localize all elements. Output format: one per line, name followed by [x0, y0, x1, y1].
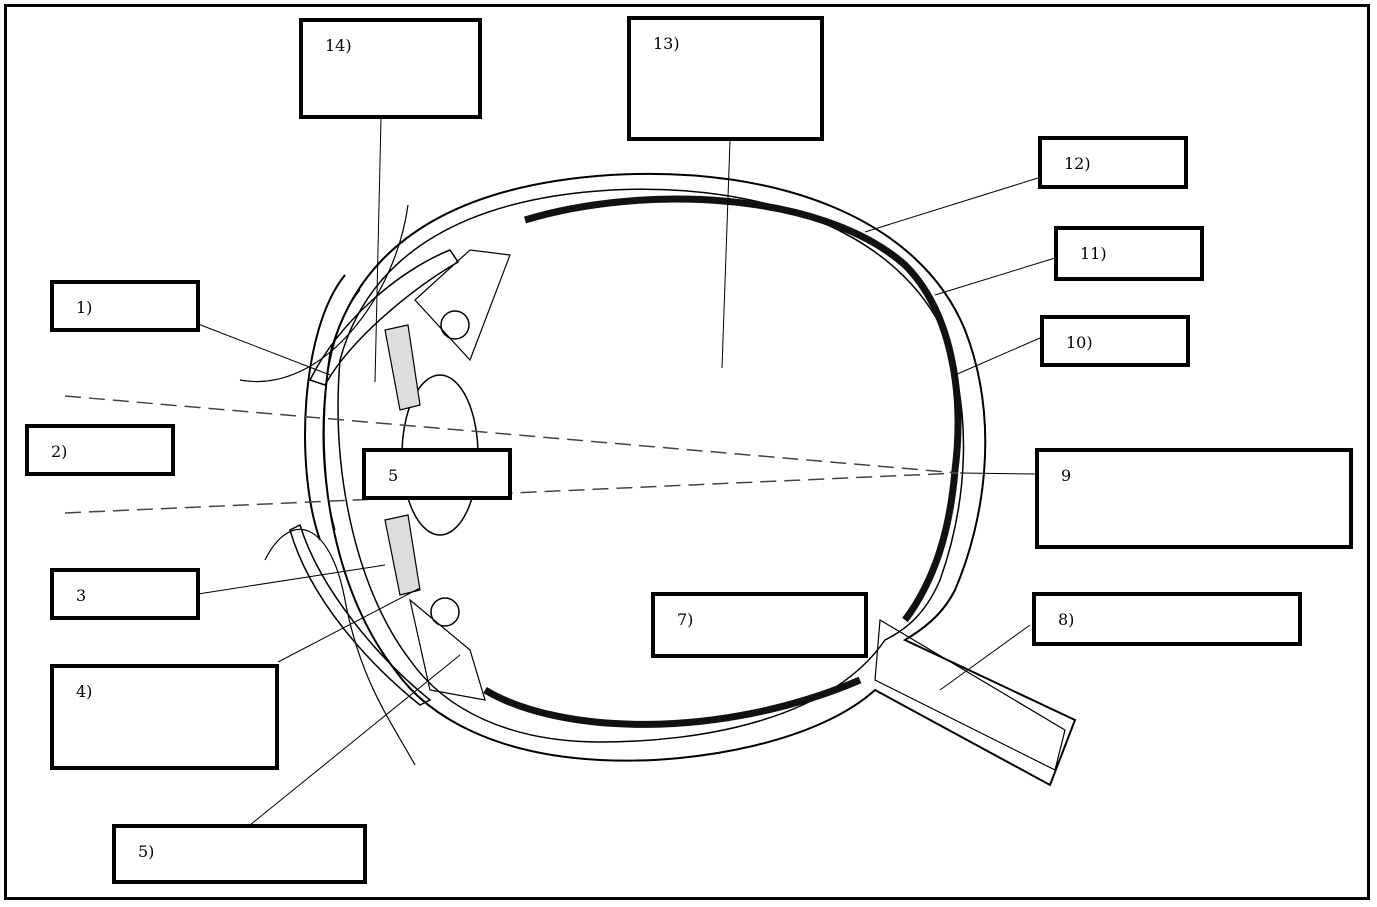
worksheet-frame [4, 4, 1370, 900]
retina-band-lower [483, 676, 862, 728]
label-text-8: 8) [1058, 610, 1075, 629]
leader-9 [959, 472, 1036, 475]
label-box-5[interactable]: 5) [112, 824, 367, 884]
label-text-9: 9 [1061, 466, 1072, 485]
label-box-1[interactable]: 1) [50, 280, 200, 332]
iris-upper [384, 324, 421, 411]
retina-band [523, 195, 962, 623]
label-text-13: 13) [653, 34, 680, 53]
leader-1 [197, 323, 331, 376]
label-box-9[interactable]: 9 [1035, 448, 1353, 549]
ciliary-muscle-lower [409, 598, 486, 701]
label-box-12[interactable]: 12) [1038, 136, 1188, 189]
label-text-11: 11) [1080, 244, 1107, 263]
label-text-10: 10) [1066, 333, 1093, 352]
label-box-10[interactable]: 10) [1040, 315, 1190, 367]
label-box-5-lens[interactable]: 5 [362, 448, 512, 500]
light-ray-upper [64, 395, 959, 474]
label-box-7[interactable]: 7) [651, 592, 868, 658]
leader-14 [374, 117, 382, 383]
leader-11 [934, 257, 1056, 296]
label-box-2[interactable]: 2) [25, 424, 175, 476]
label-box-4[interactable]: 4) [50, 664, 279, 770]
ciliary-lower [430, 597, 460, 627]
lower-eyelid [289, 523, 432, 706]
label-text-5-lens: 5 [388, 466, 399, 485]
label-box-13[interactable]: 13) [627, 16, 824, 141]
label-text-12: 12) [1064, 154, 1091, 173]
lash-lower [264, 528, 416, 766]
optic-nerve [874, 618, 1066, 771]
leader-12 [864, 177, 1039, 233]
label-box-14[interactable]: 14) [299, 18, 482, 119]
iris-lower [384, 514, 421, 596]
label-text-7: 7) [677, 610, 694, 629]
label-text-4: 4) [76, 682, 93, 701]
label-box-11[interactable]: 11) [1054, 226, 1204, 281]
label-text-5: 5) [138, 842, 155, 861]
leader-4 [277, 587, 421, 663]
ciliary-upper [440, 310, 470, 340]
leader-5b [249, 654, 461, 826]
leader-13 [721, 139, 731, 369]
label-text-14: 14) [325, 36, 352, 55]
cornea-inner [322, 289, 361, 531]
leader-8 [939, 624, 1031, 691]
lash-upper [239, 204, 409, 383]
label-text-3: 3 [76, 586, 87, 605]
leader-10 [954, 337, 1041, 376]
leader-3 [197, 564, 386, 595]
ciliary-muscle-upper [414, 249, 511, 362]
sclera-outline [322, 172, 1077, 787]
upper-eyelid [308, 249, 460, 386]
choroid-outline [337, 188, 965, 743]
label-box-8[interactable]: 8) [1032, 592, 1302, 646]
label-box-3[interactable]: 3 [50, 568, 200, 620]
label-text-1: 1) [76, 298, 93, 317]
cornea [304, 274, 346, 541]
label-text-2: 2) [51, 442, 68, 461]
